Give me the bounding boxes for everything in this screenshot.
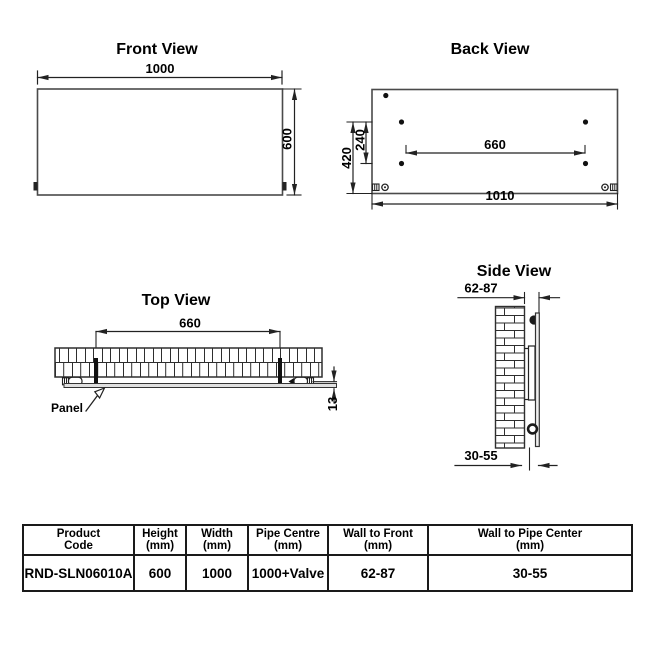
- front-height-label: 600: [280, 128, 295, 150]
- spec-table-value-row: RND-SLN06010A 600 1000 1000+Valve 62-87 …: [22, 554, 633, 592]
- top-bracket-span-label: 660: [179, 316, 201, 331]
- side-wall-to-pipe-dimension: 30-55: [454, 447, 558, 471]
- value-wall-to-pipe-center: 30-55: [427, 554, 633, 592]
- header-width: Width (mm): [185, 524, 249, 556]
- back-mounting-holes: [383, 92, 589, 167]
- front-view: Front View 1000 600: [33, 41, 302, 196]
- back-bracket-span-dimension: 660: [405, 137, 586, 156]
- value-pipe-centre: 1000+Valve: [247, 554, 329, 592]
- header-line: Height: [142, 527, 178, 540]
- front-radiator-outline: [36, 88, 284, 196]
- top-panel: [63, 383, 337, 388]
- back-bracket-offset-label: 240: [353, 129, 368, 151]
- spec-table-header-row: Product Code Height (mm) Width (mm) Pipe…: [22, 524, 633, 556]
- side-view: Side View 62-87 30-55: [454, 263, 561, 471]
- front-right-tapping: [282, 182, 287, 191]
- front-width-label: 1000: [146, 61, 175, 76]
- back-bracket-span-label: 660: [484, 137, 506, 152]
- header-line: Wall to Pipe Center: [477, 527, 583, 540]
- header-line: (mm): [515, 540, 545, 552]
- back-right-valve: [601, 183, 618, 192]
- back-left-dimensions: 420 240: [339, 121, 373, 195]
- header-wall-to-pipe-center: Wall to Pipe Center (mm): [427, 524, 633, 556]
- side-wall-to-front-label: 62-87: [464, 281, 497, 296]
- header-line: Wall to Front: [343, 527, 413, 540]
- header-product-code: Product Code: [22, 524, 135, 556]
- top-view-title: Top View: [142, 292, 211, 309]
- back-view: Back View 660 420 240: [339, 41, 619, 210]
- front-width-dimension: 1000: [36, 61, 283, 85]
- side-wall: [494, 305, 526, 449]
- back-left-valve: [371, 183, 389, 192]
- side-wall-to-pipe-label: 30-55: [464, 448, 497, 463]
- back-radiator-outline: [371, 88, 619, 195]
- back-overall-width-dimension: 1010: [371, 188, 619, 210]
- header-line: Code: [64, 540, 93, 552]
- top-panel-thickness-label: 13: [325, 397, 340, 411]
- top-panel-label: Panel: [51, 401, 83, 415]
- top-left-bracket: [94, 358, 98, 386]
- header-wall-to-front: Wall to Front (mm): [327, 524, 429, 556]
- top-panel-callout: Panel: [51, 386, 106, 415]
- back-view-title: Back View: [451, 41, 530, 58]
- header-line: Width: [201, 527, 233, 540]
- top-view: Top View 660: [51, 292, 340, 415]
- front-view-title: Front View: [116, 41, 198, 58]
- side-wall-to-front-dimension: 62-87: [457, 281, 561, 315]
- value-wall-to-front: 62-87: [327, 554, 429, 592]
- header-line: (mm): [273, 540, 303, 552]
- side-bracket: [524, 345, 537, 401]
- side-view-title: Side View: [477, 263, 552, 280]
- header-line: Pipe Centre: [256, 527, 320, 540]
- value-width: 1000: [185, 554, 249, 592]
- header-height: Height (mm): [133, 524, 187, 556]
- top-radiator-slats: [54, 347, 323, 378]
- side-pipe-connection: [526, 423, 539, 435]
- header-line: (mm): [363, 540, 393, 552]
- value-product-code: RND-SLN06010A: [22, 554, 135, 592]
- side-radiator-panel: [534, 312, 540, 448]
- back-height-bracket-label: 420: [339, 147, 354, 169]
- front-left-tapping: [33, 182, 38, 191]
- header-line: (mm): [202, 540, 232, 552]
- front-height-dimension: 600: [280, 88, 302, 196]
- top-panel-callout-arrowhead: [93, 386, 106, 400]
- header-line: Product: [56, 527, 101, 540]
- value-height: 600: [133, 554, 187, 592]
- header-line: (mm): [145, 540, 175, 552]
- header-pipe-centre: Pipe Centre (mm): [247, 524, 329, 556]
- spec-table: Product Code Height (mm) Width (mm) Pipe…: [22, 524, 633, 592]
- top-right-bracket: [278, 358, 282, 386]
- spec-table-grid: Product Code Height (mm) Width (mm) Pipe…: [22, 524, 633, 592]
- back-overall-width-label: 1010: [486, 188, 515, 203]
- top-panel-thickness-dimension: 13: [325, 366, 340, 411]
